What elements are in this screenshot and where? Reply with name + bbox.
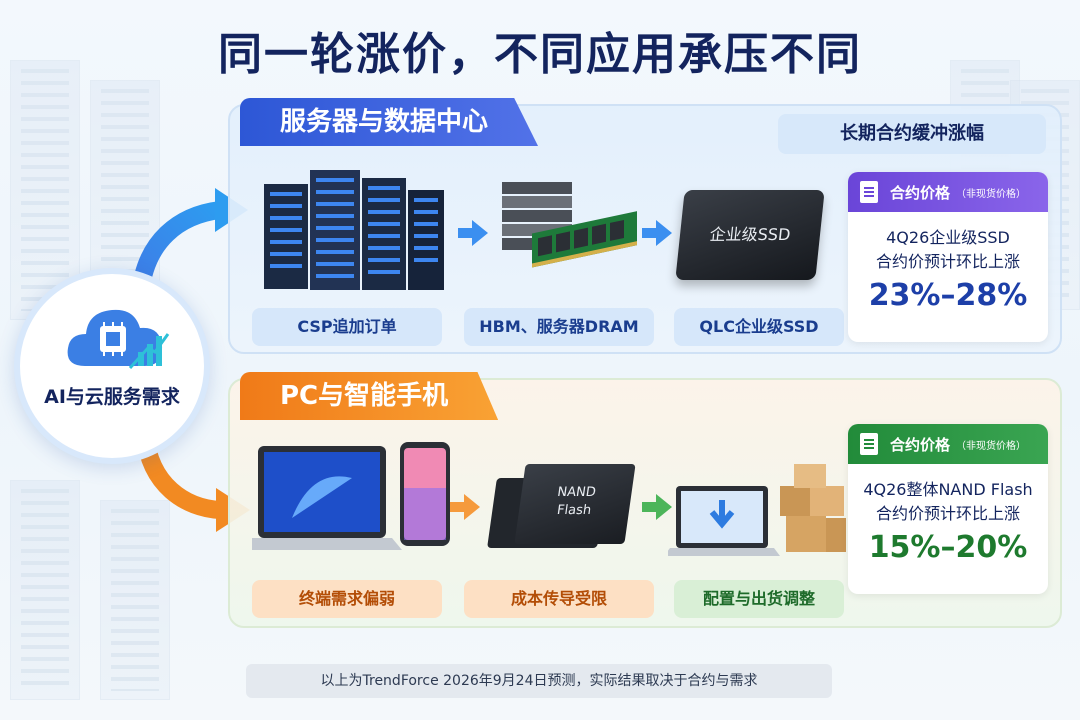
nand-chip-label-2: Flash [555,503,593,518]
price-line-2: 合约价预计环比上涨 [875,504,1020,523]
step-hbm-dram: HBM、服务器DRAM [464,308,654,346]
contract-buffer-tag: 长期合约缓冲涨幅 [778,114,1046,154]
price-line-2: 合约价预计环比上涨 [875,252,1020,271]
cloud-chip-icon [67,309,170,370]
step-weak-demand: 终端需求偏弱 [252,580,442,618]
pc-smartphone-panel: PC与智能手机 NAND Flash 终端需求偏弱 成本传导受限 配置与出货调整 [228,372,1062,628]
pc-price-card: 合约价格 （非现货价格） 4Q26整体NAND Flash 合约价预计环比上涨 … [848,424,1048,594]
nand-flash-chip-icon: NAND Flash [487,464,636,552]
arrow-right-green-icon [642,494,672,520]
price-header-label: 合约价格 [890,435,951,454]
price-value: 15%–20% [868,530,1028,565]
price-header-label: 合约价格 [890,183,951,202]
server-datacenter-panel: 服务器与数据中心 长期合约缓冲涨幅 [228,98,1062,354]
step-csp-orders: CSP追加订单 [252,308,442,346]
price-card-header: 合约价格 （非现货价格） [848,172,1048,212]
price-line-1: 4Q26整体NAND Flash [863,480,1033,499]
price-header-note: （非现货价格） [956,188,1027,200]
price-line-1: 4Q26企业级SSD [886,228,1010,247]
server-price-card: 合约价格 （非现货价格） 4Q26企业级SSD 合约价预计环比上涨 23%–28… [848,172,1048,342]
document-icon [860,181,878,203]
enterprise-ssd-icon: 企业级SSD [675,190,825,280]
price-header-note: （非现货价格） [956,440,1027,452]
arrow-right-icon [458,220,488,246]
step-qlc-ssd: QLC企业级SSD [674,308,844,346]
page-title: 同一轮涨价，不同应用承压不同 [218,29,862,80]
server-panel-tab: 服务器与数据中心 [240,98,539,146]
nand-chip-label-1: NAND [556,485,597,500]
footer-disclaimer: 以上为TrendForce 2026年9月24日预测，实际结果取决于合约与需求 [246,664,832,698]
laptop-phone-icon [252,442,450,550]
ssd-chip-label: 企业级SSD [708,225,792,244]
document-icon [860,433,878,455]
hbm-dram-module-icon [502,182,637,268]
pc-panel-tab: PC与智能手机 [240,372,499,420]
price-value: 23%–28% [868,278,1028,313]
arrow-right-icon [642,220,672,246]
step-config-shipment: 配置与出货调整 [674,580,844,618]
price-card-header: 合约价格 （非现货价格） [848,424,1048,464]
server-rack-icon [264,170,444,290]
shipment-laptop-boxes-icon [668,464,846,556]
ai-demand-label: AI与云服务需求 [44,386,180,408]
ai-cloud-demand-badge: AI与云服务需求 [14,268,210,464]
arrow-right-orange-icon [450,494,480,520]
step-cost-pass-through: 成本传导受限 [464,580,654,618]
